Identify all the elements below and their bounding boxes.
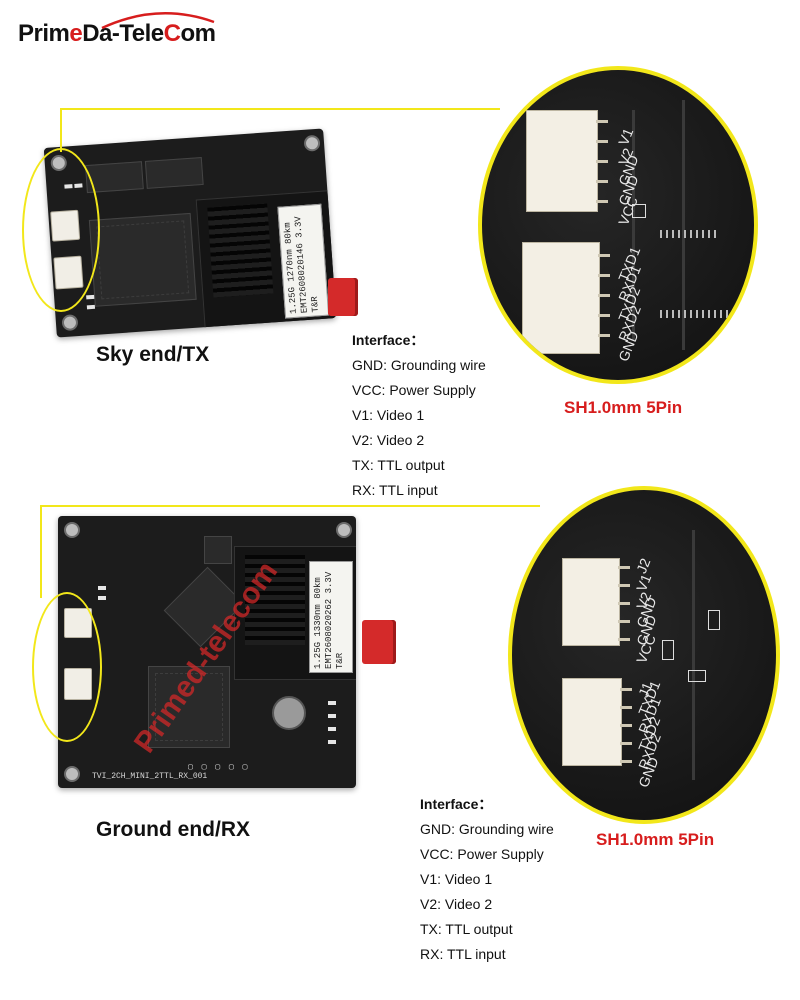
smd-pad xyxy=(688,670,706,682)
interface-item: V1: Video 1 xyxy=(420,871,493,887)
fiber-connector-icon xyxy=(328,278,358,316)
ground-end-interface-list: Interface： GND: Grounding wire VCC: Powe… xyxy=(420,792,620,967)
ground-end-connector-zoom: J2 V1 V2 GND GND VCC J1 TXD1 RXD1 TXD2 R… xyxy=(508,486,780,824)
sh-connector-bottom xyxy=(522,242,600,354)
mount-hole xyxy=(61,314,79,332)
interface-title: Interface： xyxy=(420,796,493,812)
sky-end-caption: Sky end/TX xyxy=(96,343,210,366)
logo-accent: e xyxy=(69,20,83,47)
sh-connector-bottom xyxy=(562,678,622,766)
smd-pad xyxy=(708,610,720,630)
ground-end-caption: Ground end/RX xyxy=(96,818,250,841)
interface-item: VCC: Power Supply xyxy=(352,382,476,398)
ground-end-connector-note: SH1.0mm 5Pin xyxy=(596,830,715,849)
callout-line xyxy=(60,110,62,152)
callout-line xyxy=(60,108,500,110)
highlight-ellipse xyxy=(22,148,100,312)
ic-chip xyxy=(204,536,232,564)
interface-item: RX: TTL input xyxy=(420,946,506,962)
fiber-module: 1.25G 1330nm 80km EMT2608020262 3.3V T&R xyxy=(234,546,356,680)
sky-end-connector-zoom: V1 V2 GND GND VCC TXD1 RXD1 TXD2 RXD2 GN… xyxy=(478,66,758,384)
interface-item: V2: Video 2 xyxy=(352,432,425,448)
fiber-module: 1.25G 1270nm 80km EMT2608020146 3.3V T&R xyxy=(195,190,337,330)
sky-end-interface-list: Interface： GND: Grounding wire VCC: Powe… xyxy=(352,328,552,503)
logo-swoosh-icon xyxy=(101,12,215,30)
interface-item: GND: Grounding wire xyxy=(352,357,486,373)
interface-title: Interface： xyxy=(352,332,425,348)
fiber-module-label: 1.25G 1330nm 80km EMT2608020262 3.3V T&R xyxy=(309,561,353,673)
board-silkscreen: TVI_2CH_MINI_2TTL_RX_001 xyxy=(92,772,208,781)
capacitor xyxy=(272,696,306,730)
smd-pad xyxy=(632,204,646,218)
mount-hole xyxy=(303,134,321,152)
ic-chip xyxy=(144,156,204,189)
interface-item: TX: TTL output xyxy=(352,457,445,473)
smd-pad xyxy=(662,640,674,660)
sh-connector-top xyxy=(526,110,598,212)
sh-connector-top xyxy=(562,558,620,646)
interface-item: V2: Video 2 xyxy=(420,896,493,912)
callout-line xyxy=(40,506,42,598)
sky-end-connector-note: SH1.0mm 5Pin xyxy=(564,398,683,417)
logo-text-part: Prim xyxy=(18,20,70,47)
fpga-chip xyxy=(148,666,230,748)
callout-line xyxy=(40,505,540,507)
pin-label: V1 xyxy=(633,571,655,594)
interface-item: RX: TTL input xyxy=(352,482,438,498)
mount-hole xyxy=(64,522,80,538)
logo-text-part: Da-Tele xyxy=(82,20,164,47)
interface-item: GND: Grounding wire xyxy=(420,821,554,837)
mount-hole xyxy=(336,522,352,538)
fpga-chip xyxy=(88,212,197,307)
logo-accent: C xyxy=(163,20,181,47)
highlight-ellipse xyxy=(32,592,102,742)
interface-item: VCC: Power Supply xyxy=(420,846,544,862)
brand-logo: PrimeDa-TeleCom xyxy=(18,20,216,48)
interface-item: TX: TTL output xyxy=(420,921,513,937)
logo-text-part: om xyxy=(180,20,216,47)
fiber-connector-icon xyxy=(362,620,396,664)
fiber-module-label: 1.25G 1270nm 80km EMT2608020146 3.3V T&R xyxy=(277,203,330,319)
mount-hole xyxy=(64,766,80,782)
ground-end-board-photo: 1.25G 1330nm 80km EMT2608020262 3.3V T&R… xyxy=(58,516,356,788)
interface-item: V1: Video 1 xyxy=(352,407,425,423)
